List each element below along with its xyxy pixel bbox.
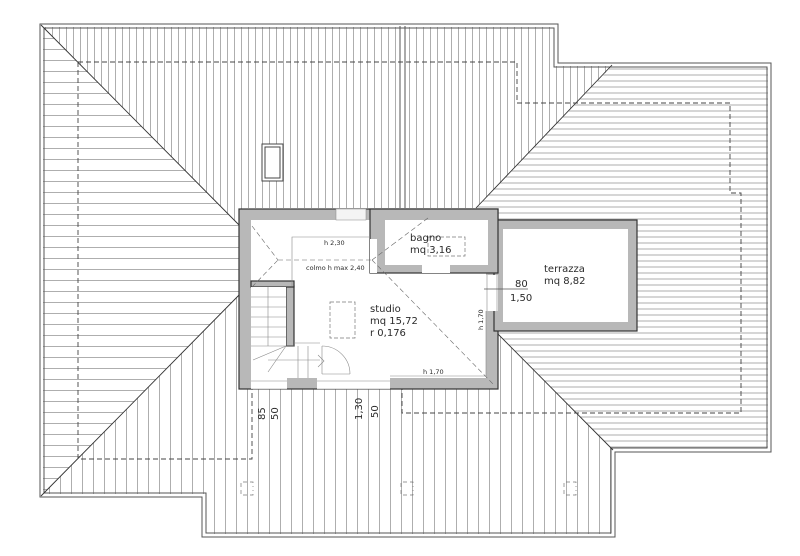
studio-ratio: r 0,176 (370, 328, 406, 339)
bagno-name: bagno (410, 233, 441, 244)
height-170-bottom-label: h 1,70 (423, 368, 444, 376)
pillar-markers (240, 481, 577, 496)
door-width-dim: 80 (515, 279, 528, 290)
dim-50-left: 50 (270, 407, 281, 420)
roof-plane-south-left (43, 290, 268, 494)
studio-name: studio (370, 304, 401, 315)
walls (238, 208, 638, 390)
roof-plane-west (43, 27, 244, 494)
height-170-side-label: h 1,70 (477, 309, 485, 330)
height-230-label: h 2,30 (324, 239, 345, 247)
dim-50-mid: 50 (370, 405, 381, 418)
ridge-height-label: colmo h max 2,40 (306, 264, 365, 272)
studio-area: mq 15,72 (370, 316, 418, 327)
terrazza-area: mq 8,82 (544, 276, 586, 287)
door-height-dim: 1,50 (510, 293, 532, 304)
roof-plane-south (205, 330, 612, 534)
terrazza-name: terrazza (544, 264, 585, 275)
dim-130: 1,30 (354, 398, 365, 420)
dimension-labels: 80 1,50 85 50 1,30 50 (257, 279, 532, 420)
hip-ridges (40, 24, 614, 497)
dim-85: 85 (257, 407, 268, 420)
interior-ridge-lines (251, 217, 495, 386)
height-annotations: h 2,30 colmo h max 2,40 h 1,70 h 1,70 (306, 239, 485, 376)
room-labels: studio mq 15,72 r 0,176 bagno mq 3,16 te… (370, 233, 586, 339)
skylight (261, 143, 284, 182)
lower-walls-dashed (77, 61, 742, 460)
roof-plane-north-left (43, 27, 400, 230)
bagno-area: mq 3,16 (410, 245, 452, 256)
roof-plane-north-right (406, 27, 612, 208)
staircase (251, 287, 351, 378)
